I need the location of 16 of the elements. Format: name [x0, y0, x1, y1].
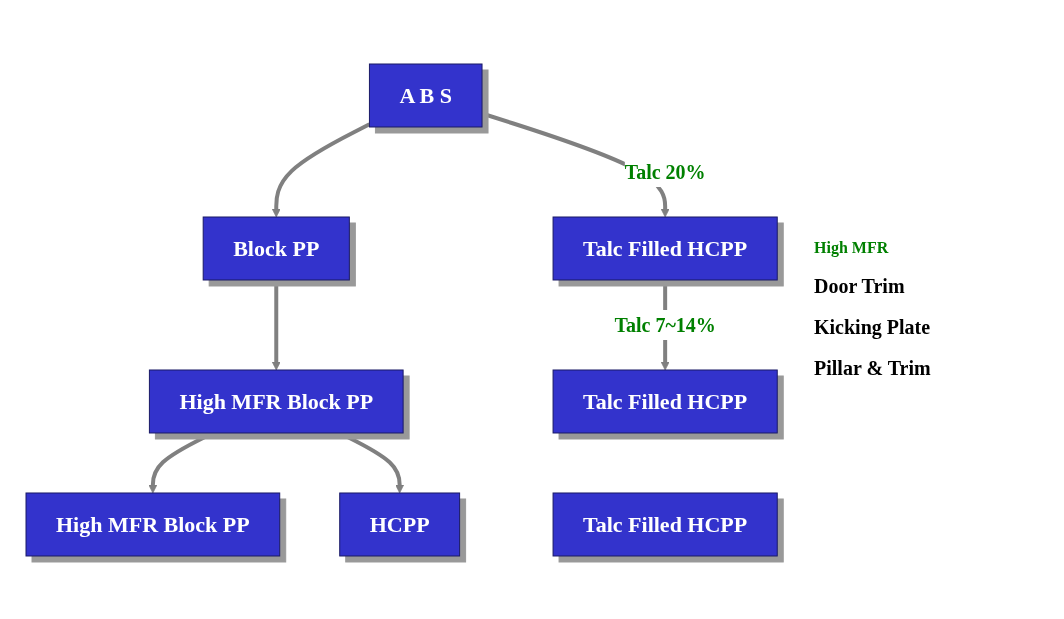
edge-label: Talc 20% — [625, 160, 706, 183]
arrow — [272, 122, 371, 217]
node-box: HCPP — [339, 492, 461, 556]
node-box: A B S — [369, 63, 483, 127]
node-box: Talc Filled HCPP — [552, 492, 779, 556]
node-box: Block PP — [203, 216, 351, 280]
part-label: Kicking Plate — [814, 316, 932, 339]
node-box: Talc Filled HCPP — [552, 216, 779, 280]
node-box: High MFR Block PP — [25, 492, 281, 556]
node-box: High MFR Block PP — [149, 369, 404, 433]
node-box: Talc Filled HCPP — [552, 369, 779, 433]
edge-label: Talc 7~14% — [614, 313, 717, 336]
part-label: Pillar & Trim — [814, 357, 932, 380]
note-text: High MFR — [814, 239, 890, 257]
arrow — [272, 279, 282, 370]
part-label: Door Trim — [814, 275, 906, 298]
